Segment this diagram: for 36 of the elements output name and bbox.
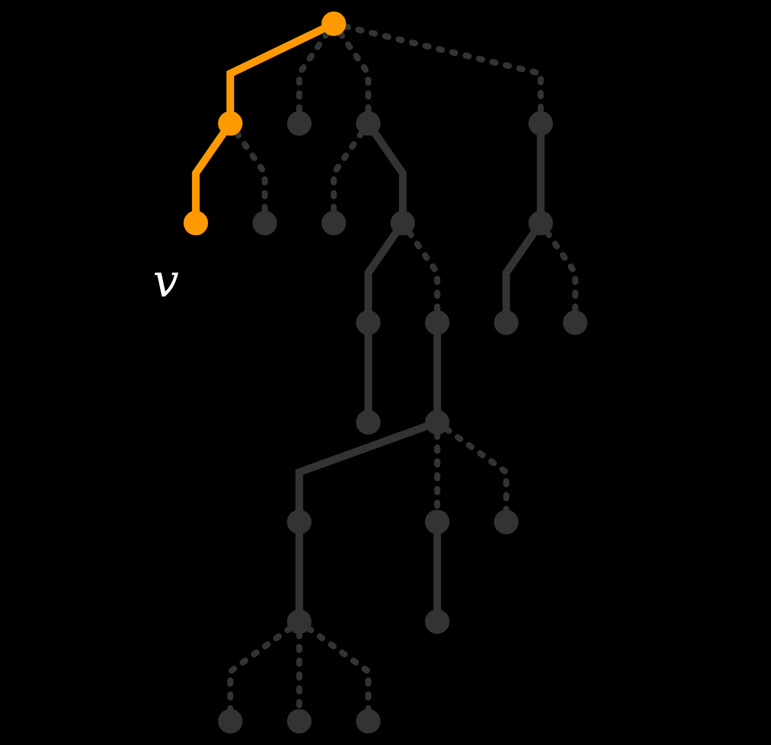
tree-node <box>356 111 381 136</box>
node-label: v <box>152 254 179 308</box>
connector <box>295 533 304 610</box>
tree-node <box>494 310 518 335</box>
tree-node <box>528 111 553 136</box>
tree-node <box>322 12 346 36</box>
tree-node <box>390 210 415 236</box>
tree-node <box>218 708 243 734</box>
tree-node <box>252 210 278 236</box>
connector <box>364 230 400 312</box>
tree-node <box>287 510 312 534</box>
tree-node <box>494 510 518 534</box>
tree-node <box>356 310 381 335</box>
tree-node <box>424 410 450 435</box>
connector <box>536 134 545 212</box>
tree-node <box>424 609 450 634</box>
tree-node <box>424 310 450 335</box>
connector <box>226 25 326 112</box>
tree-node <box>287 708 312 734</box>
tree-node <box>528 210 553 236</box>
tree-node <box>356 708 381 734</box>
tree-node <box>184 210 208 236</box>
tree-node <box>218 111 243 136</box>
tree-node <box>287 111 312 136</box>
connector <box>502 230 538 312</box>
connector <box>433 533 442 610</box>
tree-node <box>562 310 588 335</box>
tree-node <box>356 410 381 435</box>
connector <box>364 334 372 411</box>
tree-node <box>322 210 346 236</box>
connector <box>372 130 407 212</box>
connector <box>192 130 227 212</box>
connector <box>433 334 442 411</box>
tree-node <box>287 609 312 634</box>
connector <box>295 422 428 510</box>
tree-node <box>424 510 450 534</box>
